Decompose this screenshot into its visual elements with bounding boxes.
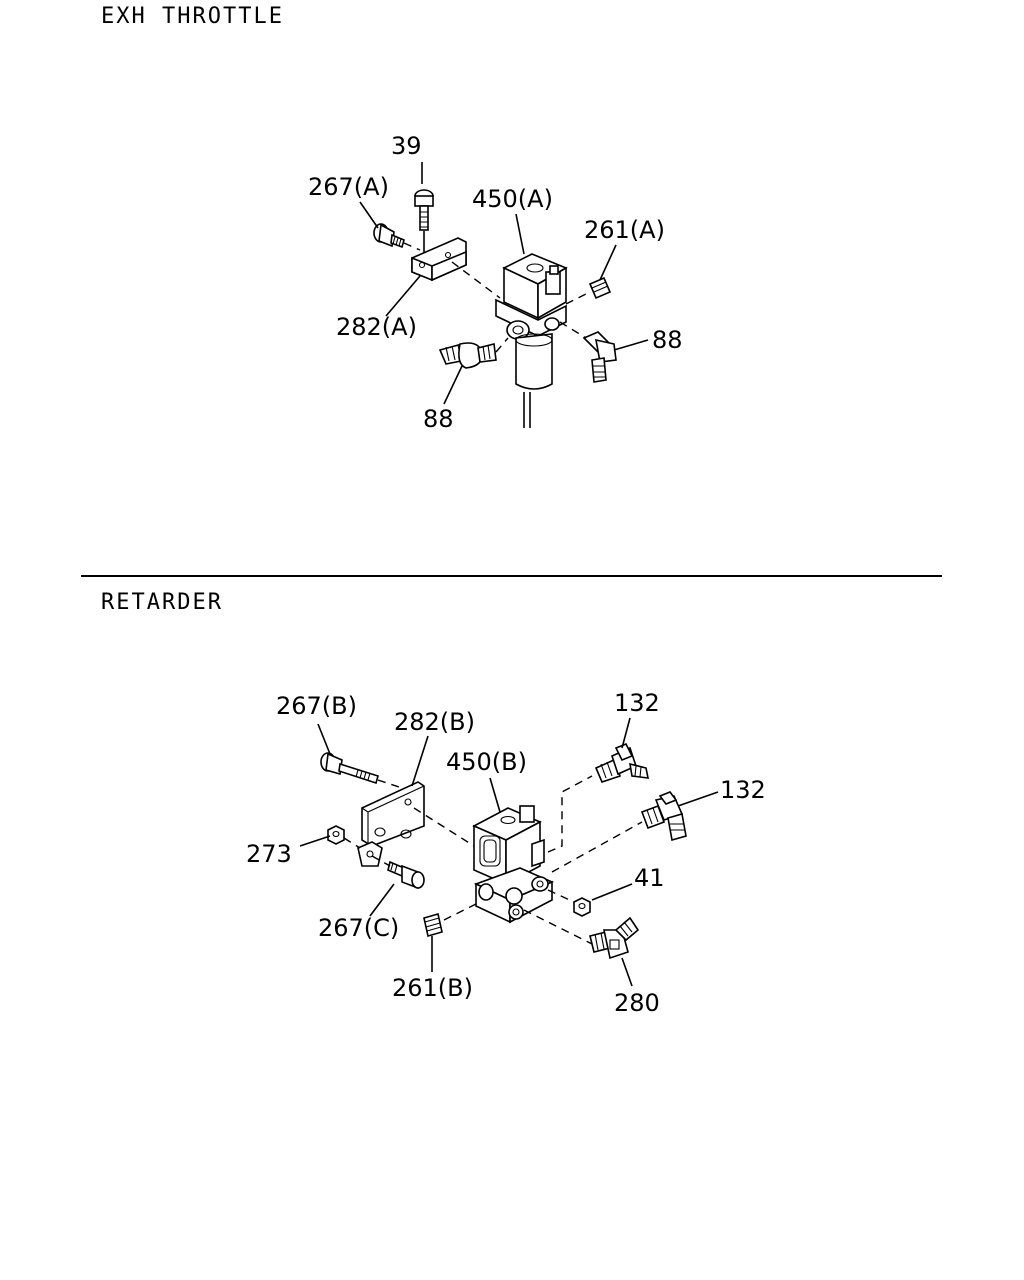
solenoid-valve-450a	[495, 253, 568, 428]
nut-41	[573, 897, 591, 917]
callout-280: 280	[614, 989, 660, 1017]
bracket-282b	[357, 781, 425, 867]
fitting-132-upper	[594, 742, 650, 783]
section-title-exh-throttle: EXH THROTTLE	[101, 4, 284, 29]
callout-261a: 261(A)	[584, 216, 665, 244]
section-title-retarder: RETARDER	[101, 590, 223, 615]
bolt-267a	[373, 223, 405, 249]
callout-261b: 261(B)	[392, 974, 473, 1002]
callout-267b: 267(B)	[276, 692, 357, 720]
exh-throttle-assembly: 39 267(A) 450(A) 261(A) 282(A) 88 88	[308, 132, 683, 433]
bracket-282a	[411, 237, 467, 282]
callout-450a: 450(A)	[472, 185, 553, 213]
callout-132-right: 132	[720, 776, 766, 804]
callout-132-upper: 132	[614, 689, 660, 717]
callout-282b: 282(B)	[394, 708, 475, 736]
nut-273	[327, 825, 345, 845]
fitting-132-right	[640, 791, 687, 842]
callout-88-bottom: 88	[423, 405, 454, 433]
callout-450b: 450(B)	[446, 748, 527, 776]
plug-261b	[423, 912, 443, 938]
elbow-fitting-88-left	[438, 342, 497, 369]
callout-88-right: 88	[652, 326, 683, 354]
callout-267a: 267(A)	[308, 173, 389, 201]
bolt-39	[414, 189, 434, 231]
callout-267c: 267(C)	[318, 914, 399, 942]
callout-39: 39	[391, 132, 422, 160]
callout-282a: 282(A)	[336, 313, 417, 341]
elbow-fitting-280	[589, 916, 640, 960]
bolt-267b	[320, 752, 379, 785]
callout-273: 273	[246, 840, 292, 868]
bolt-267c	[387, 860, 425, 889]
elbow-fitting-88-right	[582, 331, 617, 383]
callout-41: 41	[634, 864, 665, 892]
plug-261a	[588, 276, 612, 300]
retarder-assembly: 267(B) 282(B) 450(B) 132 132 273 41 267(…	[246, 689, 766, 1017]
solenoid-valve-450b	[472, 805, 555, 924]
